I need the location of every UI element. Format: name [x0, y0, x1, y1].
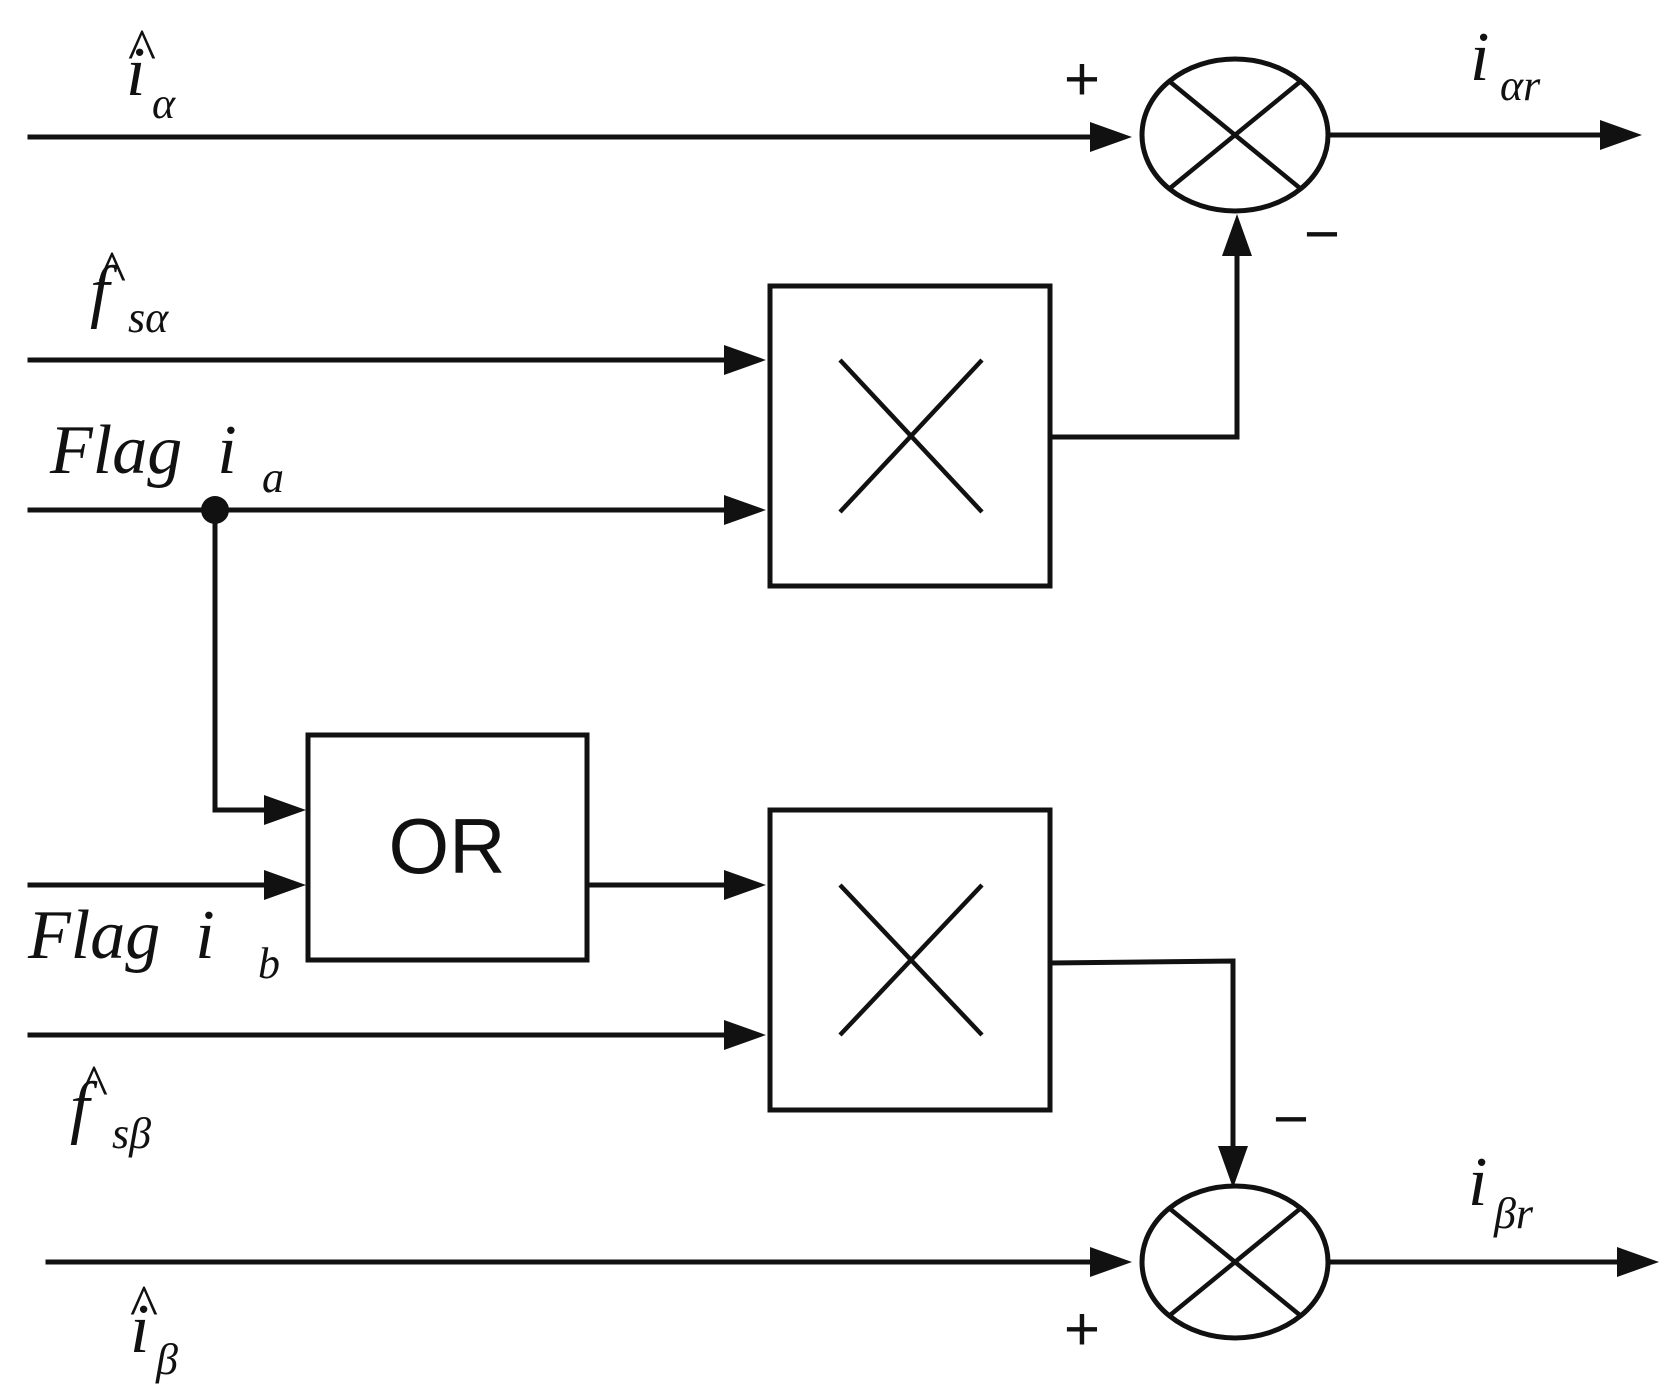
label-main: Flag i [27, 897, 215, 974]
label-subscript: sβ [112, 1109, 151, 1158]
hat-mark: ^ [128, 17, 156, 83]
label-i-alpha-hat: ^ i α [126, 17, 176, 128]
top-summer-plus-sign: + [1064, 45, 1100, 114]
wire-top-multiplier-output [1047, 242, 1240, 440]
bottom-multiplier-cross-b [838, 883, 984, 1037]
label-flag-ib: Flag i b [27, 897, 280, 988]
label-subscript: b [258, 939, 280, 988]
label-i-beta-r: i βr [1468, 1144, 1534, 1238]
arrow-i-beta-r-output [1617, 1247, 1659, 1277]
or-block-label: OR [389, 802, 506, 890]
label-subscript: α [152, 79, 176, 128]
arrow-into-bottom-multiplier-a [724, 870, 766, 900]
wire-bottom-multiplier-output [1047, 958, 1236, 1158]
label-main: i [130, 1291, 149, 1368]
arrow-into-or-a [264, 795, 306, 825]
label-subscript: αr [1500, 61, 1541, 110]
top-summer-cross-b [1167, 79, 1303, 191]
or-block [305, 732, 590, 963]
arrow-into-bottom-multiplier-b [724, 1020, 766, 1050]
arrow-into-top-multiplier-b [724, 495, 766, 525]
bottom-summer-cross-b [1167, 1206, 1303, 1318]
label-main: i [1470, 19, 1489, 96]
top-multiplier-cross-b [838, 358, 984, 514]
label-i-alpha-r: i αr [1470, 19, 1541, 110]
label-flag-ia: Flag i a [49, 412, 284, 502]
arrow-into-bottom-summer-minus [1218, 1146, 1248, 1188]
label-i-beta-hat: ^ i β [130, 1273, 178, 1384]
label-subscript: a [262, 453, 284, 502]
label-f-s-beta-hat: ^ f sβ [70, 1053, 151, 1158]
arrow-into-top-multiplier-a [724, 345, 766, 375]
label-subscript: βr [1493, 1189, 1534, 1238]
arrow-into-bottom-summer [1090, 1247, 1132, 1277]
top-summer-minus-sign: − [1304, 200, 1340, 269]
wire-flag-ia-branch [212, 507, 278, 813]
label-subscript: sα [128, 293, 169, 342]
label-main: Flag i [49, 412, 237, 489]
arrow-into-top-summer [1090, 122, 1132, 152]
hat-mark: ^ [80, 1053, 108, 1119]
label-subscript: β [155, 1335, 178, 1384]
hat-mark: ^ [98, 239, 126, 305]
arrow-into-top-summer-minus [1222, 214, 1252, 256]
hat-mark: ^ [130, 1273, 158, 1339]
label-main: i [126, 34, 145, 111]
label-f-s-alpha-hat: ^ f sα [90, 239, 169, 342]
bottom-summer-plus-sign: + [1064, 1295, 1100, 1364]
arrow-i-alpha-r-output [1600, 120, 1642, 150]
label-main: i [1468, 1144, 1487, 1221]
bottom-summer-minus-sign: − [1273, 1085, 1309, 1154]
arrow-into-or-b [264, 870, 306, 900]
